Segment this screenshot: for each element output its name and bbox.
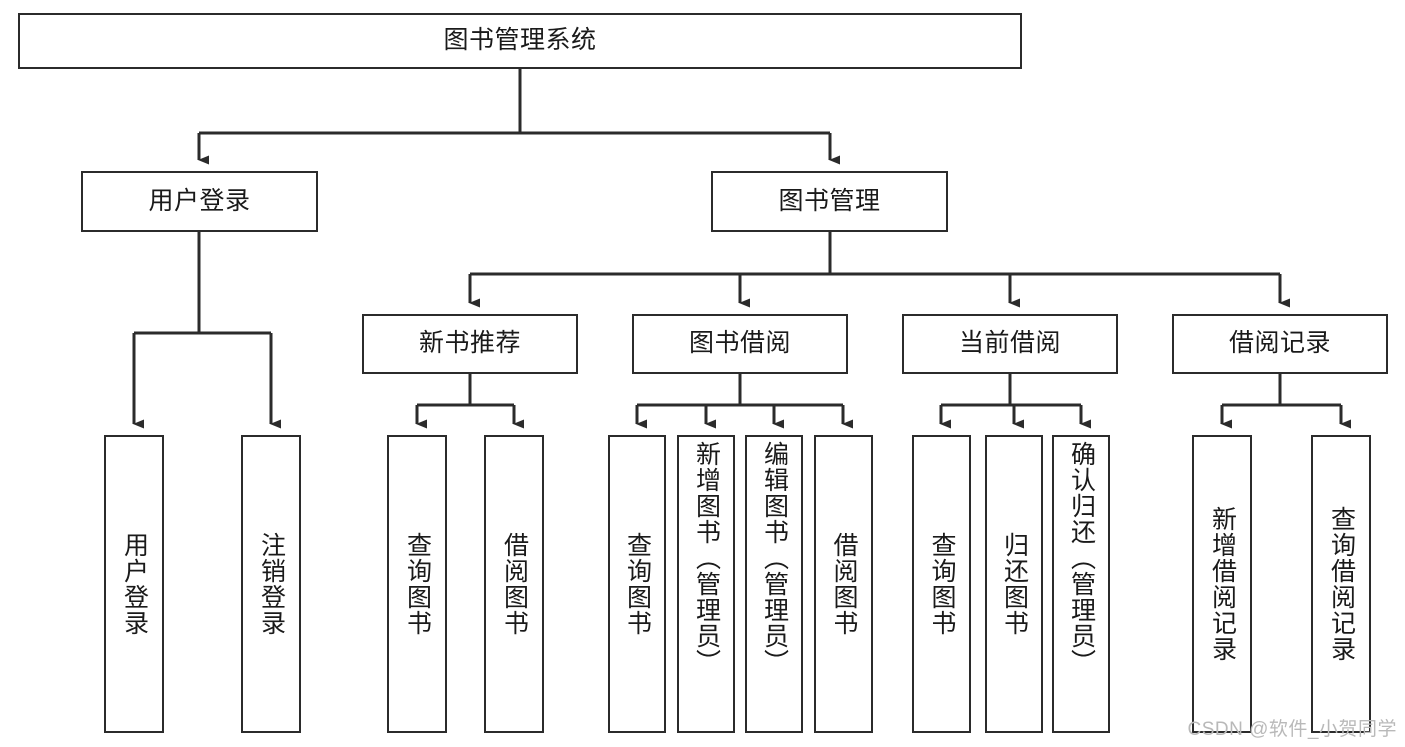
leaf-node-query-borrow-record[interactable]: 查询借阅记录 [1311, 435, 1371, 733]
leaf-node-query-book-recommend[interactable]: 查询图书 [387, 435, 447, 733]
node-new-book-recommend[interactable]: 新书推荐 [362, 314, 578, 374]
leaf-node-user-login[interactable]: 用户登录 [104, 435, 164, 733]
leaf-label: 借阅图书 [500, 532, 529, 636]
leaf-node-borrow-book-recommend[interactable]: 借阅图书 [484, 435, 544, 733]
leaf-label: 查询图书 [403, 532, 432, 636]
leaf-label: 借阅图书 [830, 532, 858, 636]
leaf-label: 确认归还（管理员） [1067, 441, 1096, 675]
leaf-label: 查询图书 [623, 532, 652, 636]
node-borrow-record[interactable]: 借阅记录 [1172, 314, 1388, 374]
node-book-borrow[interactable]: 图书借阅 [632, 314, 848, 374]
node-current-borrow[interactable]: 当前借阅 [902, 314, 1118, 374]
leaf-label: 查询图书 [928, 532, 956, 636]
node-label: 图书管理系统 [443, 26, 597, 55]
leaf-label: 用户登录 [120, 532, 149, 636]
leaf-node-query-book-current[interactable]: 查询图书 [912, 435, 971, 733]
leaf-node-return-book[interactable]: 归还图书 [985, 435, 1043, 733]
leaf-node-user-logout[interactable]: 注销登录 [241, 435, 301, 733]
leaf-label: 新增图书（管理员） [692, 441, 721, 675]
node-label: 借阅记录 [1228, 329, 1331, 358]
leaf-node-confirm-return-admin[interactable]: 确认归还（管理员） [1052, 435, 1110, 733]
leaf-label: 新增借阅记录 [1208, 506, 1237, 662]
node-label: 图书管理 [778, 186, 881, 215]
csdn-watermark: CSDN @软件_小贺同学 [1187, 719, 1397, 740]
leaf-label: 注销登录 [257, 532, 286, 636]
leaf-node-add-book-admin[interactable]: 新增图书（管理员） [677, 435, 735, 733]
leaf-node-query-book-borrow[interactable]: 查询图书 [608, 435, 666, 733]
leaf-label: 归还图书 [1000, 532, 1029, 636]
node-label: 用户登录 [148, 186, 251, 215]
node-label: 当前借阅 [958, 329, 1061, 358]
node-root-system[interactable]: 图书管理系统 [18, 13, 1022, 69]
leaf-label: 编辑图书（管理员） [760, 441, 789, 675]
leaf-label: 查询借阅记录 [1327, 506, 1356, 662]
node-user-login[interactable]: 用户登录 [81, 171, 318, 232]
node-label: 图书借阅 [688, 329, 791, 358]
leaf-node-edit-book-admin[interactable]: 编辑图书（管理员） [745, 435, 803, 733]
node-label: 新书推荐 [418, 329, 521, 358]
leaf-node-borrow-book[interactable]: 借阅图书 [814, 435, 873, 733]
node-book-management[interactable]: 图书管理 [711, 171, 948, 232]
leaf-node-add-borrow-record[interactable]: 新增借阅记录 [1192, 435, 1252, 733]
